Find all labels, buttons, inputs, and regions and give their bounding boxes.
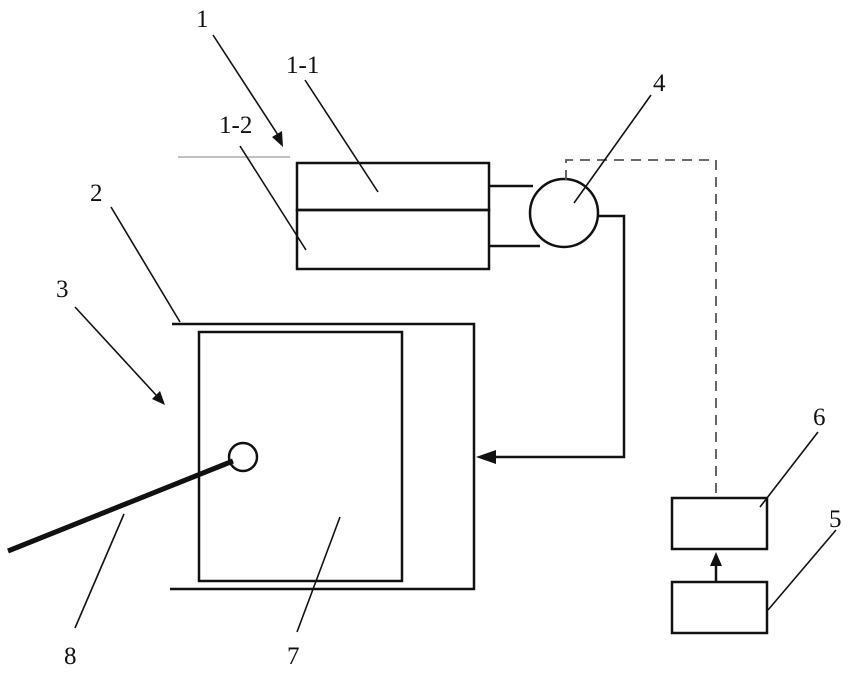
label-3: 3 — [56, 276, 69, 303]
label-1-1: 1-1 — [286, 52, 319, 79]
box-1-1 — [297, 163, 489, 210]
dashed-signal-line — [566, 160, 716, 498]
feed-pipe — [492, 216, 624, 457]
box-6 — [672, 498, 767, 549]
leader-line-1-1 — [305, 80, 378, 192]
leader-line-4 — [574, 95, 651, 203]
label-6: 6 — [813, 404, 826, 431]
leader-line-6 — [760, 432, 818, 507]
container-2 — [170, 324, 474, 589]
connector-5-to-6-arrowhead — [710, 552, 722, 566]
leader-line-8 — [75, 514, 124, 628]
label-5: 5 — [829, 506, 842, 533]
label-7: 7 — [287, 643, 300, 670]
pump-4 — [530, 179, 598, 247]
box-5 — [672, 582, 767, 633]
label-8: 8 — [64, 643, 77, 670]
box-1-2 — [297, 210, 489, 269]
feed-pipe-arrowhead — [476, 450, 496, 464]
leader-line-7 — [297, 517, 340, 632]
leader-line-3 — [75, 307, 156, 395]
leader-line-5 — [768, 530, 836, 610]
label-1-2: 1-2 — [219, 112, 252, 139]
label-1: 1 — [196, 6, 209, 33]
leader-line-2 — [111, 207, 180, 322]
label-4: 4 — [653, 70, 666, 97]
label-2: 2 — [90, 180, 103, 207]
shaft-circle — [229, 443, 257, 471]
